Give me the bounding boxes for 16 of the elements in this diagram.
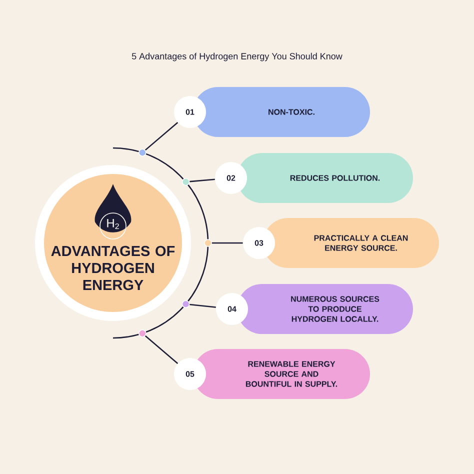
dot [204,239,212,247]
topic-circle [35,165,191,321]
connector-line [190,178,215,182]
dot [138,330,146,338]
dot [138,148,146,156]
connector-line [190,304,216,308]
item-pill: NUMEROUS SOURCES TO PRODUCE HYDROGEN LOCALLY. [237,284,413,334]
item-pill: REDUCES POLLUTION. [237,153,413,203]
item-pill: RENEWABLE ENERGY SOURCE AND BOUNTIFUL IN SUPPLY. [193,349,370,399]
topic-title: ADVANTAGES OF HYDROGEN ENERGY [51,246,175,290]
h2-text: H$_{2}$ [107,218,119,230]
title: 5 Advantages of Hydrogen Energy You Should Know [132,52,342,62]
connector-line [212,242,243,244]
connector-line [144,335,178,364]
item-pill: PRACTICALLY A CLEAN ENERGY SOURCE. [263,218,439,268]
connector-line [144,122,178,151]
